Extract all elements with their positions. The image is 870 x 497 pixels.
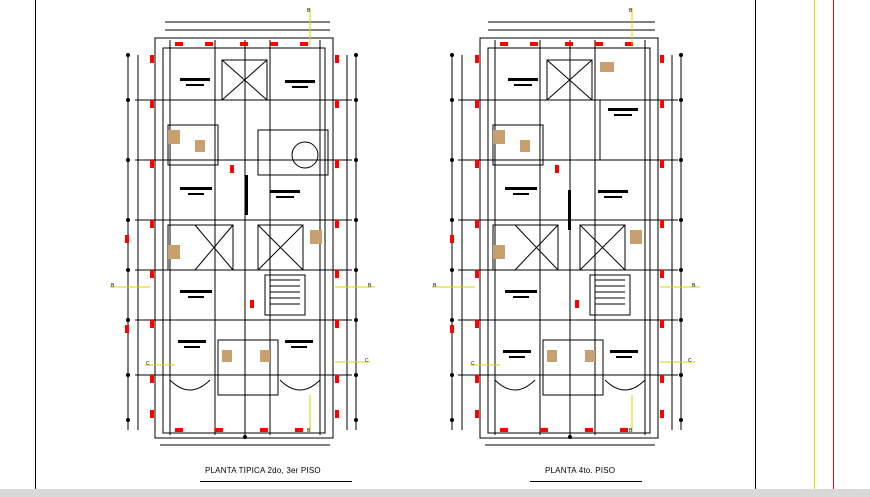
plan-title-right: PLANTA 4to. PISO bbox=[545, 466, 616, 475]
section-marker-c-west-right: C bbox=[471, 361, 475, 367]
section-marker-b-top-right: B bbox=[629, 8, 633, 14]
section-marker-b-west-right: B bbox=[433, 283, 437, 289]
section-marker-b-bottom-left: B bbox=[307, 428, 311, 434]
section-marker-b-top-left: B bbox=[307, 8, 311, 14]
plan-title-left: PLANTA TIPICA 2do, 3er PISO bbox=[205, 466, 321, 475]
section-marker-b-west-left: B bbox=[111, 283, 115, 289]
title-block-line-yellow bbox=[814, 0, 815, 497]
plan-title-left-underline bbox=[200, 481, 352, 482]
title-block-line-red bbox=[833, 0, 834, 497]
sheet-border-left bbox=[35, 0, 36, 497]
plan-title-right-underline bbox=[530, 481, 642, 482]
section-marker-b-east-left: B bbox=[368, 283, 372, 289]
section-marker-c-east-right: C bbox=[688, 358, 692, 364]
sheet-border-right bbox=[755, 0, 756, 497]
section-marker-b-bottom-right: B bbox=[629, 428, 633, 434]
section-marker-c-east-left: C bbox=[365, 358, 369, 364]
section-marker-b-east-right: B bbox=[692, 283, 696, 289]
section-marker-c-west-left: C bbox=[146, 361, 150, 367]
drawing-scrollbar[interactable] bbox=[0, 489, 870, 497]
